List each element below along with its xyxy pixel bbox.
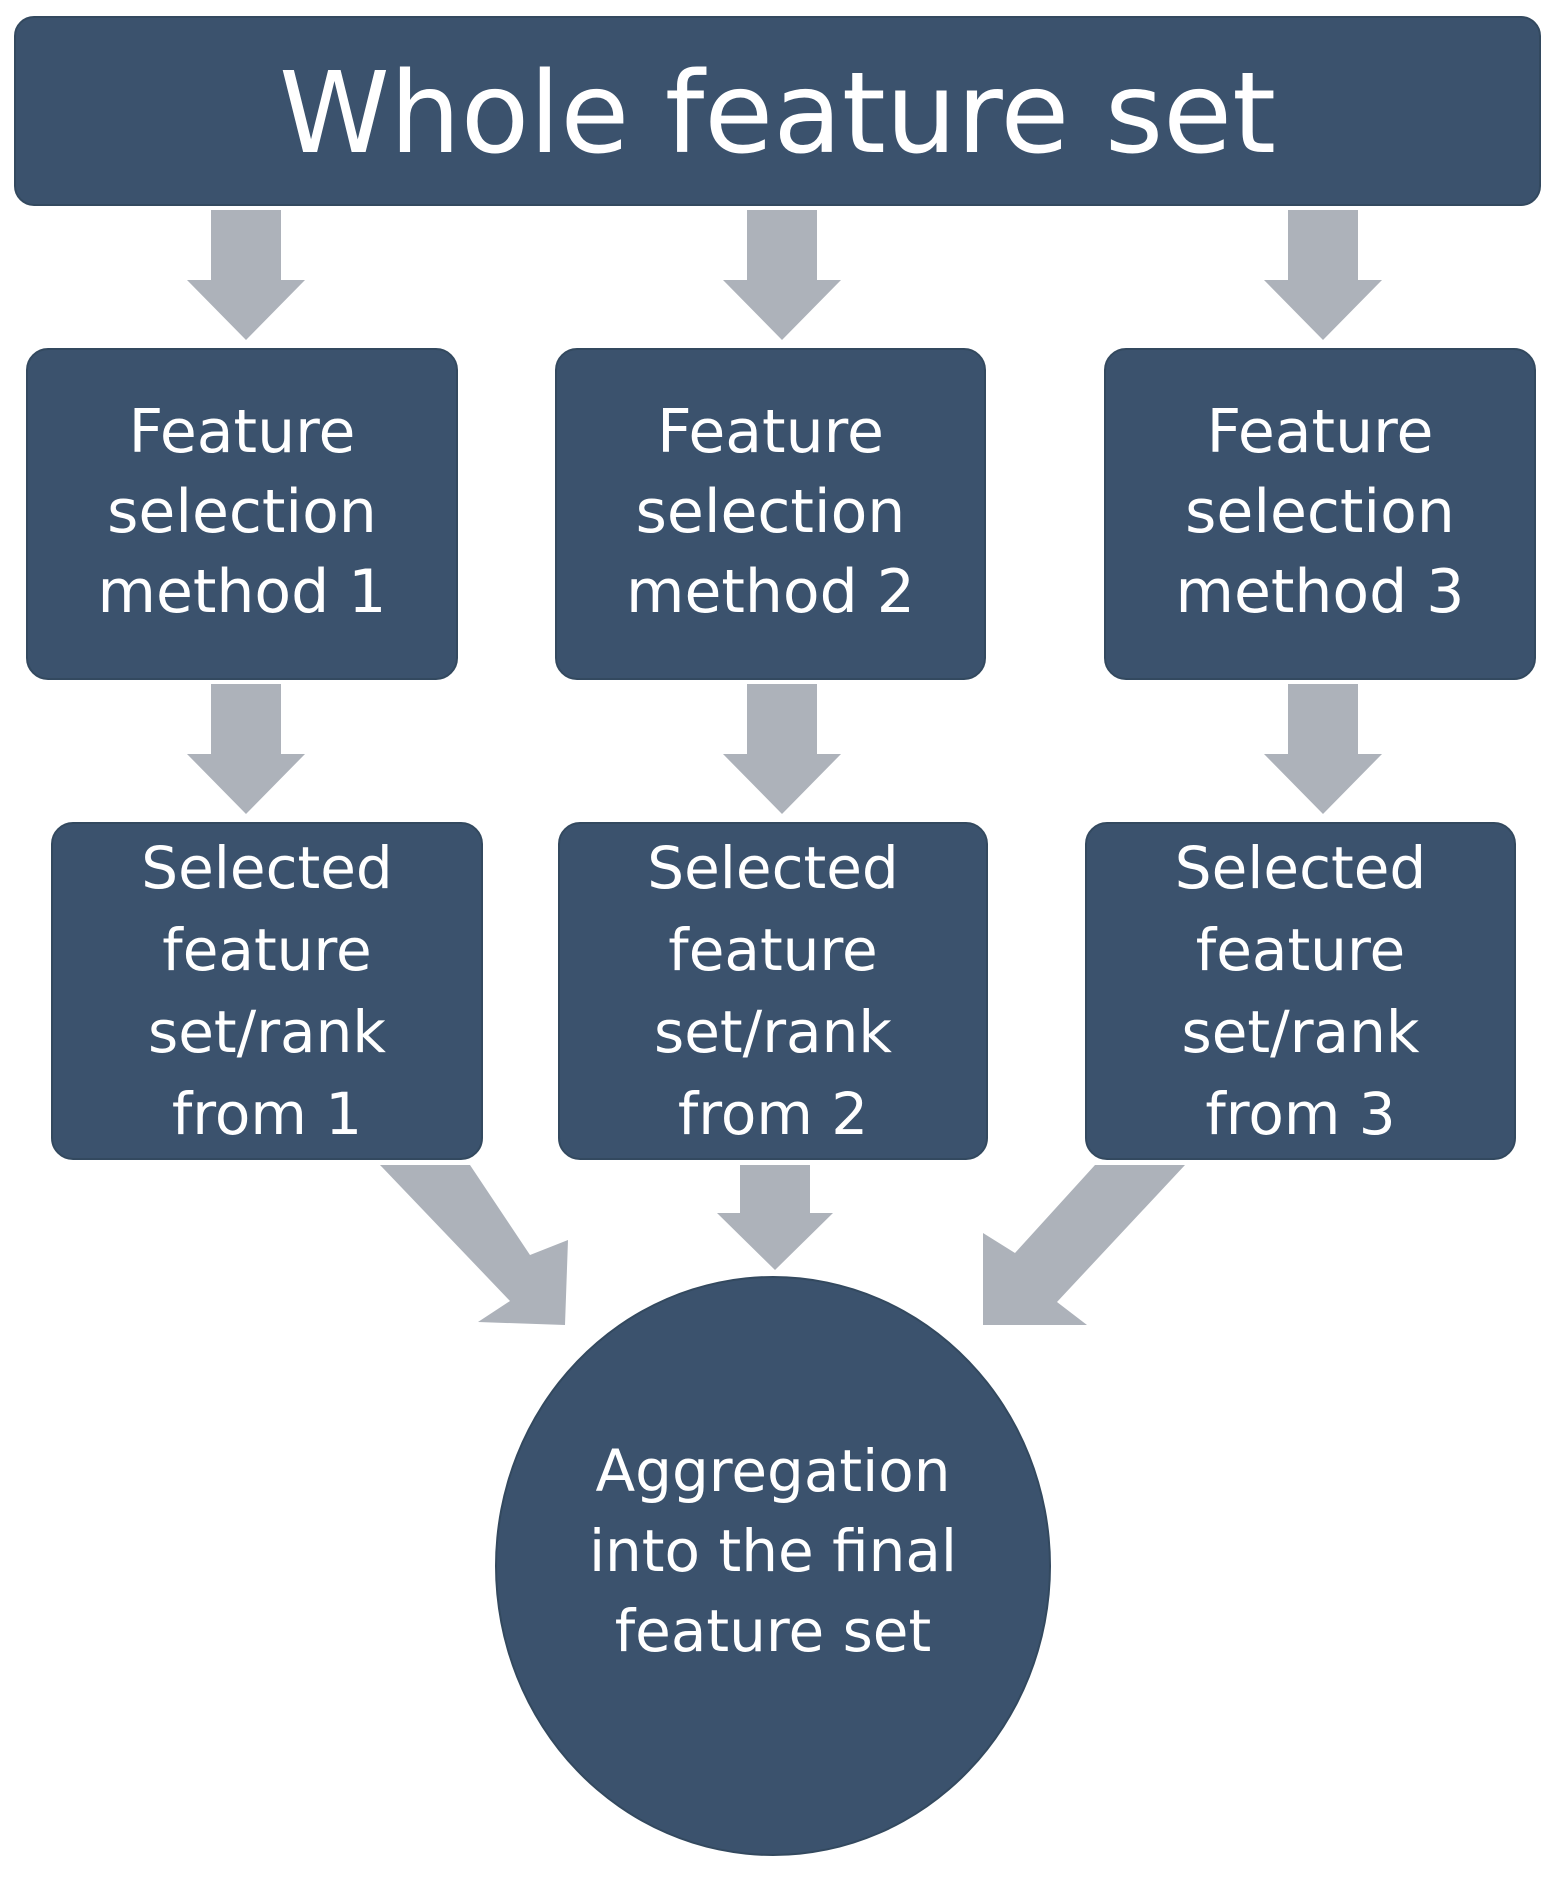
feature-selection-method-3-label: Feature selection method 3 — [1175, 397, 1465, 627]
arrow-top-to-method-1 — [187, 210, 305, 340]
feature-selection-method-2-label: Feature selection method 2 — [626, 397, 915, 627]
feature-selection-method-1-label: Feature selection method 1 — [97, 397, 387, 627]
selected-feature-set-1-label: Selected feature set/rank from 1 — [141, 834, 393, 1148]
selected-feature-set-2-box: Selected feature set/rank from 2 — [558, 822, 988, 1160]
whole-feature-set-label: Whole feature set — [278, 49, 1276, 179]
selected-feature-set-2-label: Selected feature set/rank from 2 — [647, 834, 899, 1148]
aggregation-label: Aggregation into the final feature set — [588, 1437, 958, 1665]
arrow-method-1-to-selected-1 — [187, 684, 305, 814]
arrow-method-3-to-selected-3 — [1264, 684, 1382, 814]
selected-feature-set-1-box: Selected feature set/rank from 1 — [51, 822, 483, 1160]
selected-feature-set-3-box: Selected feature set/rank from 3 — [1085, 822, 1516, 1160]
arrow-selected-2-to-aggregation — [717, 1165, 833, 1270]
arrow-selected-3-to-aggregation — [983, 1165, 1185, 1325]
feature-selection-method-1-box: Feature selection method 1 — [26, 348, 458, 680]
feature-selection-method-2-box: Feature selection method 2 — [555, 348, 986, 680]
arrow-method-2-to-selected-2 — [723, 684, 841, 814]
feature-selection-method-3-box: Feature selection method 3 — [1104, 348, 1536, 680]
selected-feature-set-3-label: Selected feature set/rank from 3 — [1174, 834, 1427, 1148]
arrow-top-to-method-3 — [1264, 210, 1382, 340]
aggregation-circle: Aggregation into the final feature set — [495, 1276, 1051, 1856]
whole-feature-set-box: Whole feature set — [14, 16, 1541, 206]
arrow-top-to-method-2 — [723, 210, 841, 340]
arrow-selected-1-to-aggregation — [380, 1165, 568, 1325]
